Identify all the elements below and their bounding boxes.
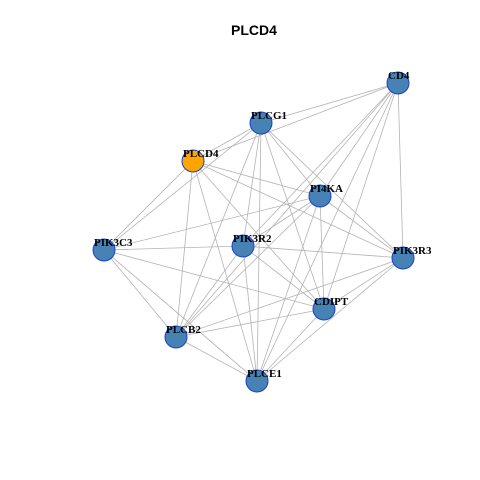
edge-plcd4-cdipt	[192, 160, 325, 310]
node-cd4	[386, 71, 410, 95]
edge-plcg1-cdipt	[260, 122, 325, 310]
edge-pik3c3-pik3r2	[103, 245, 244, 251]
edge-pik3r2-plcb2	[175, 245, 244, 338]
edge-cdipt-plce1	[256, 308, 325, 382]
edge-pik3c3-plce1	[103, 249, 258, 382]
edge-plcg1-plcb2	[175, 122, 262, 338]
node-pik3c3	[92, 238, 116, 262]
edge-plcd4-pi4ka	[192, 160, 321, 197]
node-label-plce1: PLCE1	[247, 368, 282, 380]
edge-cd4-cdipt	[323, 82, 399, 310]
edge-pik3r2-cdipt	[242, 245, 325, 310]
edge-pi4ka-plcb2	[175, 195, 321, 338]
node-label-plcd4: PLCD4	[183, 148, 219, 160]
edge-plcg1-pi4ka	[260, 122, 321, 197]
edge-pik3c3-plcb2	[103, 249, 177, 338]
edge-cd4-plcb2	[175, 82, 399, 338]
edge-pik3r3-plce1	[256, 257, 404, 382]
edge-plcg1-pik3c3	[103, 122, 262, 251]
node-label-cd4: CD4	[388, 70, 410, 82]
edge-cd4-plcg1	[260, 82, 399, 124]
edge-cd4-pik3r2	[242, 82, 399, 247]
node-plcd4	[181, 149, 205, 173]
edge-cdipt-plcb2	[175, 308, 325, 338]
edge-cd4-plce1	[256, 82, 399, 382]
node-pi4ka	[308, 184, 332, 208]
edge-plcg1-plcd4	[192, 122, 262, 162]
edge-plcg1-pik3r2	[242, 122, 262, 247]
edge-plcb2-plce1	[175, 336, 258, 382]
edge-pi4ka-pik3r3	[319, 195, 404, 259]
node-pik3r2	[231, 234, 255, 258]
edge-plcd4-pik3c3	[103, 160, 194, 251]
edge-cd4-pi4ka	[319, 82, 399, 197]
edge-pik3r2-plce1	[242, 245, 258, 382]
edge-pi4ka-pik3c3	[103, 195, 321, 251]
edge-plcg1-pik3r3	[260, 122, 404, 259]
node-plce1	[245, 369, 269, 393]
node-plcb2	[164, 325, 188, 349]
edge-pik3c3-cdipt	[103, 249, 325, 310]
edge-pik3r2-pik3r3	[242, 245, 404, 259]
edge-pi4ka-cdipt	[319, 195, 325, 310]
edge-pik3r3-plcb2	[175, 257, 404, 338]
edge-layer	[103, 82, 404, 382]
edge-plcg1-plce1	[256, 122, 262, 382]
node-label-cdipt: CDIPT	[314, 296, 349, 308]
edge-cd4-plcd4	[192, 82, 399, 162]
edge-cd4-pik3r3	[397, 82, 404, 259]
diagram-title: PLCD4	[231, 22, 277, 38]
node-label-pik3r2: PIK3R2	[233, 233, 272, 245]
edge-pi4ka-pik3r2	[242, 195, 321, 247]
node-plcg1	[249, 111, 273, 135]
edge-pi4ka-plce1	[256, 195, 321, 382]
edge-pik3r3-cdipt	[323, 257, 404, 310]
node-label-plcb2: PLCB2	[166, 324, 201, 336]
node-layer	[92, 71, 415, 393]
node-label-pik3c3: PIK3C3	[94, 237, 133, 249]
edge-plcd4-plcb2	[175, 160, 194, 338]
node-cdipt	[312, 297, 336, 321]
node-label-pi4ka: PI4KA	[310, 183, 343, 195]
node-pik3r3	[391, 246, 415, 270]
node-label-plcg1: PLCG1	[251, 110, 287, 122]
edge-plcd4-pik3r3	[192, 160, 404, 259]
node-label-pik3r3: PIK3R3	[393, 245, 432, 257]
